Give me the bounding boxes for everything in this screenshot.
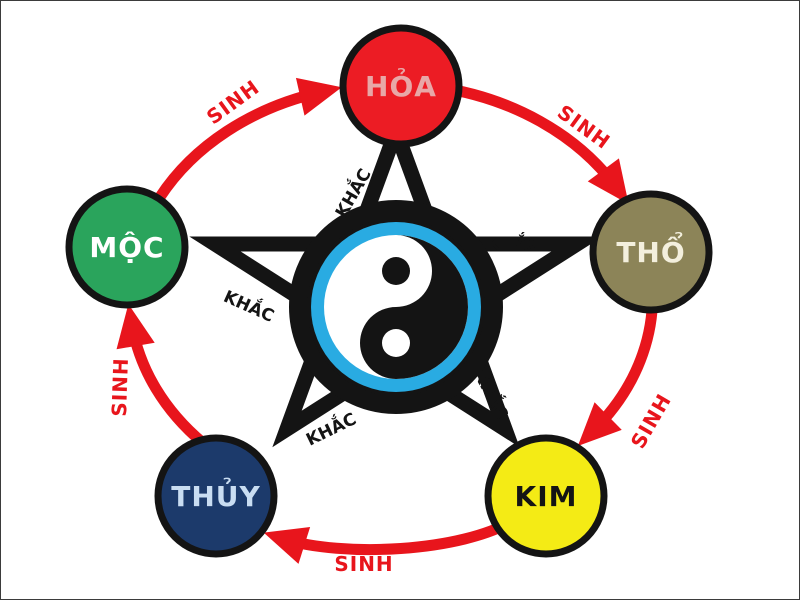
- element-metal-label: KIM: [515, 480, 578, 513]
- element-earth: THỔ: [589, 190, 713, 314]
- sinh-label-left: SINH: [107, 357, 133, 417]
- element-wood-circle: [65, 185, 189, 309]
- sinh-label-bottom: SINH: [334, 552, 393, 576]
- element-water-circle: [154, 434, 278, 558]
- yin-yang-dark-dot: [382, 257, 410, 285]
- sinh-arrow-hoa-to-tho-icon: [436, 81, 629, 205]
- element-fire: HỎA: [339, 24, 463, 148]
- sinh-label-right: SINH: [626, 389, 676, 452]
- element-metal-circle: [484, 434, 608, 558]
- element-wood: MỘC: [65, 185, 189, 309]
- element-fire-circle: [339, 24, 463, 148]
- element-earth-circle: [589, 190, 713, 314]
- element-wood-label: MỘC: [89, 230, 164, 264]
- element-earth-label: THỔ: [616, 229, 685, 269]
- yin-yang-icon: [307, 218, 485, 396]
- sinh-arrow-thuy-to-moc-icon: [116, 304, 207, 448]
- yin-yang-light-dot: [382, 329, 410, 357]
- khac-label-left: KHẮC: [220, 283, 278, 327]
- sinh-arrow-moc-to-hoa-icon: [155, 77, 342, 201]
- sinh-arrow-kim-to-thuy-icon: [263, 514, 519, 564]
- khac-label-right: KHẮC: [487, 231, 540, 255]
- element-metal: KIM: [484, 434, 608, 558]
- element-water-label: THỦY: [171, 475, 261, 513]
- element-fire-label: HỎA: [365, 65, 437, 103]
- element-water: THỦY: [154, 434, 278, 558]
- center-ring-icon: [289, 200, 503, 414]
